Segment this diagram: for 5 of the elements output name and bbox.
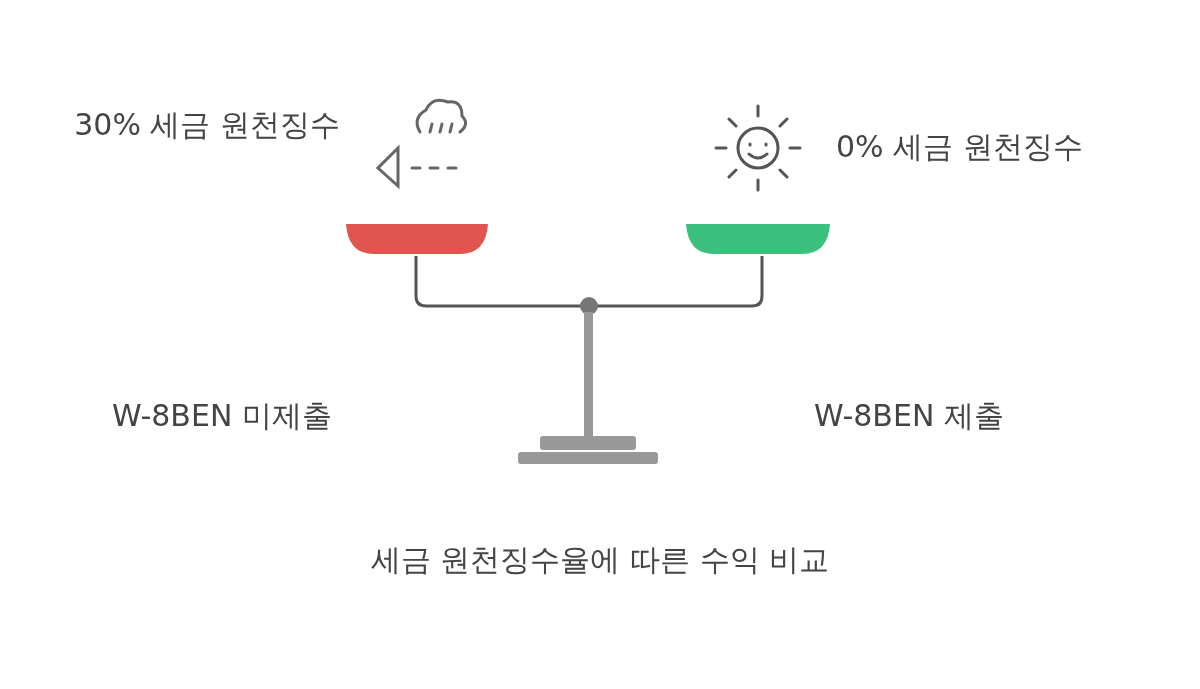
form-status-label: W-8BEN 제출 xyxy=(814,397,1004,435)
caption: 세금 원천징수율에 따른 수익 비교 xyxy=(369,541,831,579)
tax-rate-label: 0% 세금 원천징수 xyxy=(836,128,1083,166)
tax-rate-label: 30% 세금 원천징수 xyxy=(73,106,340,144)
form-status-label: W-8BEN 미제출 xyxy=(112,397,332,435)
